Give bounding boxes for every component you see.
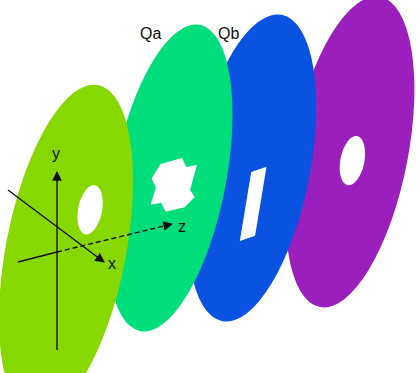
axis-label: y xyxy=(52,146,60,162)
z-axis xyxy=(18,252,57,262)
disc-label: Qb xyxy=(218,26,239,42)
x-axis xyxy=(8,190,104,262)
axis-label: z xyxy=(178,219,186,235)
disc-label: Qa xyxy=(140,26,161,42)
axis-label: x xyxy=(108,256,116,272)
front-disc xyxy=(0,74,157,373)
axes xyxy=(8,172,172,350)
y-axis xyxy=(56,172,57,350)
z-axis-dashed xyxy=(57,224,172,252)
